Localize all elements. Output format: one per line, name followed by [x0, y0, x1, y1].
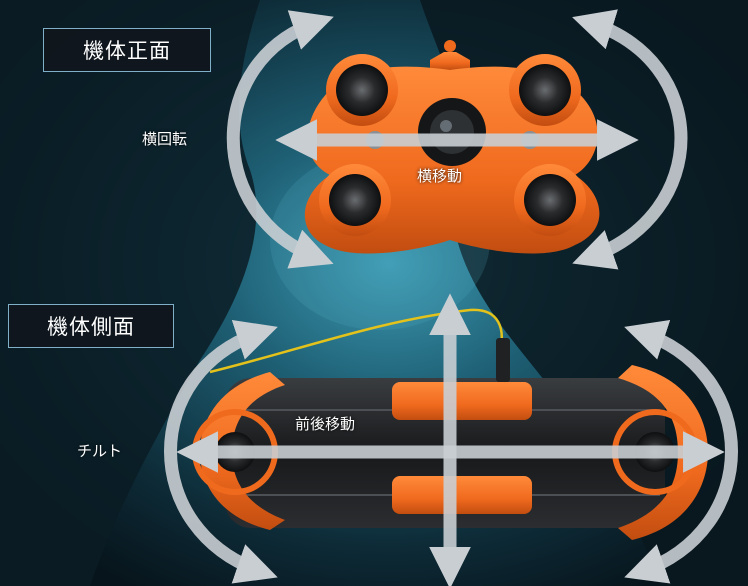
- tilt-arrow-right: [624, 320, 738, 584]
- motion-arrows: [164, 9, 738, 586]
- drone-front-view: [304, 40, 600, 254]
- roll-arrow-right: [572, 9, 688, 270]
- roll-arrow-left: [226, 10, 334, 269]
- lateral-label: 横移動: [417, 167, 463, 185]
- surge-label: 前後移動: [295, 415, 356, 433]
- roll-label: 横回転: [142, 130, 188, 148]
- tilt-label: チルト: [77, 442, 123, 460]
- side-view-label: 機体側面: [8, 304, 174, 348]
- tilt-arrow-left: [164, 320, 278, 584]
- front-view-label: 機体正面: [43, 28, 211, 72]
- left-rock: [0, 0, 260, 586]
